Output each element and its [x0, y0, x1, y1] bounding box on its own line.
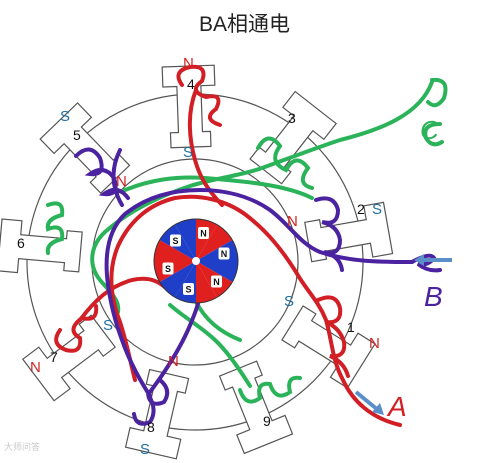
stator-tooth-7: [21, 314, 117, 402]
pole-label-5: S: [60, 108, 70, 125]
coil-red-windings: [54, 64, 350, 378]
pole-number-6: 6: [17, 235, 25, 251]
rotor-magnet-badge: [182, 283, 194, 296]
stator-tooth-3: [249, 90, 338, 185]
pole-number-5: 5: [73, 127, 81, 143]
stator-tooth-9: [218, 360, 294, 455]
rotor-outline: [153, 218, 239, 304]
watermark: 大师问答: [4, 443, 41, 453]
rotor-sector: [196, 261, 238, 282]
pole-label-4: N: [183, 55, 194, 72]
rotor-magnet-badge: [198, 226, 210, 239]
rotor-sector: [196, 261, 217, 303]
rotor-magnet-label: S: [165, 264, 171, 274]
rotor-magnet-label: N: [213, 277, 220, 287]
rotor-magnet-badge: [211, 275, 223, 288]
inner-label-7: S: [103, 317, 113, 334]
coil-purple-windings: [74, 147, 344, 426]
rotor-magnet-badge: [169, 234, 181, 247]
inner-label-4: S: [183, 144, 193, 161]
inner-label-1: S: [284, 293, 294, 310]
terminal-hook-c-upper: [426, 77, 448, 108]
rotor-sector: [196, 224, 233, 261]
pole-number-3: 3: [288, 110, 296, 126]
terminal-a-label: A: [386, 391, 407, 422]
terminal-hook-c-lower: [423, 122, 444, 147]
rotor-magnet-label: N: [221, 249, 228, 259]
rotor-sector: [154, 240, 196, 261]
pole-number-9: 9: [263, 413, 271, 429]
inner-label-5: N: [116, 173, 127, 190]
stator-tooth-6: [0, 218, 83, 274]
pole-number-4: 4: [187, 76, 195, 92]
rotor-magnet-badge: [218, 247, 230, 260]
rotor-magnet-badge: [162, 262, 174, 275]
pole-label-2: S: [372, 201, 382, 218]
pole-label-8: S: [140, 441, 150, 458]
inner-label-8: N: [168, 353, 179, 370]
inner-label-2: N: [287, 213, 298, 230]
stator-tooth-4: [161, 64, 216, 149]
coil-purple: [104, 148, 414, 398]
pole-number-1: 1: [347, 319, 355, 335]
terminal-hook-b: [410, 253, 442, 273]
terminal-b-label: B: [424, 281, 443, 312]
arrow-a: [354, 390, 384, 415]
rotor: N N N S S S: [153, 218, 239, 304]
diagram-title: BA相通电: [198, 13, 290, 36]
rotor-hub: [192, 257, 200, 265]
stator-tooth-2: [304, 201, 394, 263]
rotor-magnet-label: N: [200, 228, 207, 238]
pole-number-7: 7: [50, 349, 58, 365]
rotor-magnet-label: S: [172, 236, 178, 246]
pole-label-1: N: [369, 335, 380, 352]
terminal-c-label: C: [420, 115, 439, 145]
pole-label-7: N: [30, 359, 41, 376]
arrow-b: [414, 254, 452, 266]
coil-green-windings: [45, 136, 314, 404]
rotor-magnet-label: S: [185, 285, 191, 295]
rotor-sector: [159, 261, 196, 298]
stator-tooth-8: [124, 368, 190, 460]
coil-green: [90, 80, 434, 388]
stator-tooth-1: [281, 305, 376, 389]
pole-number-8: 8: [147, 419, 155, 435]
rotor-sector: [175, 219, 196, 261]
pole-number-2: 2: [357, 201, 365, 217]
